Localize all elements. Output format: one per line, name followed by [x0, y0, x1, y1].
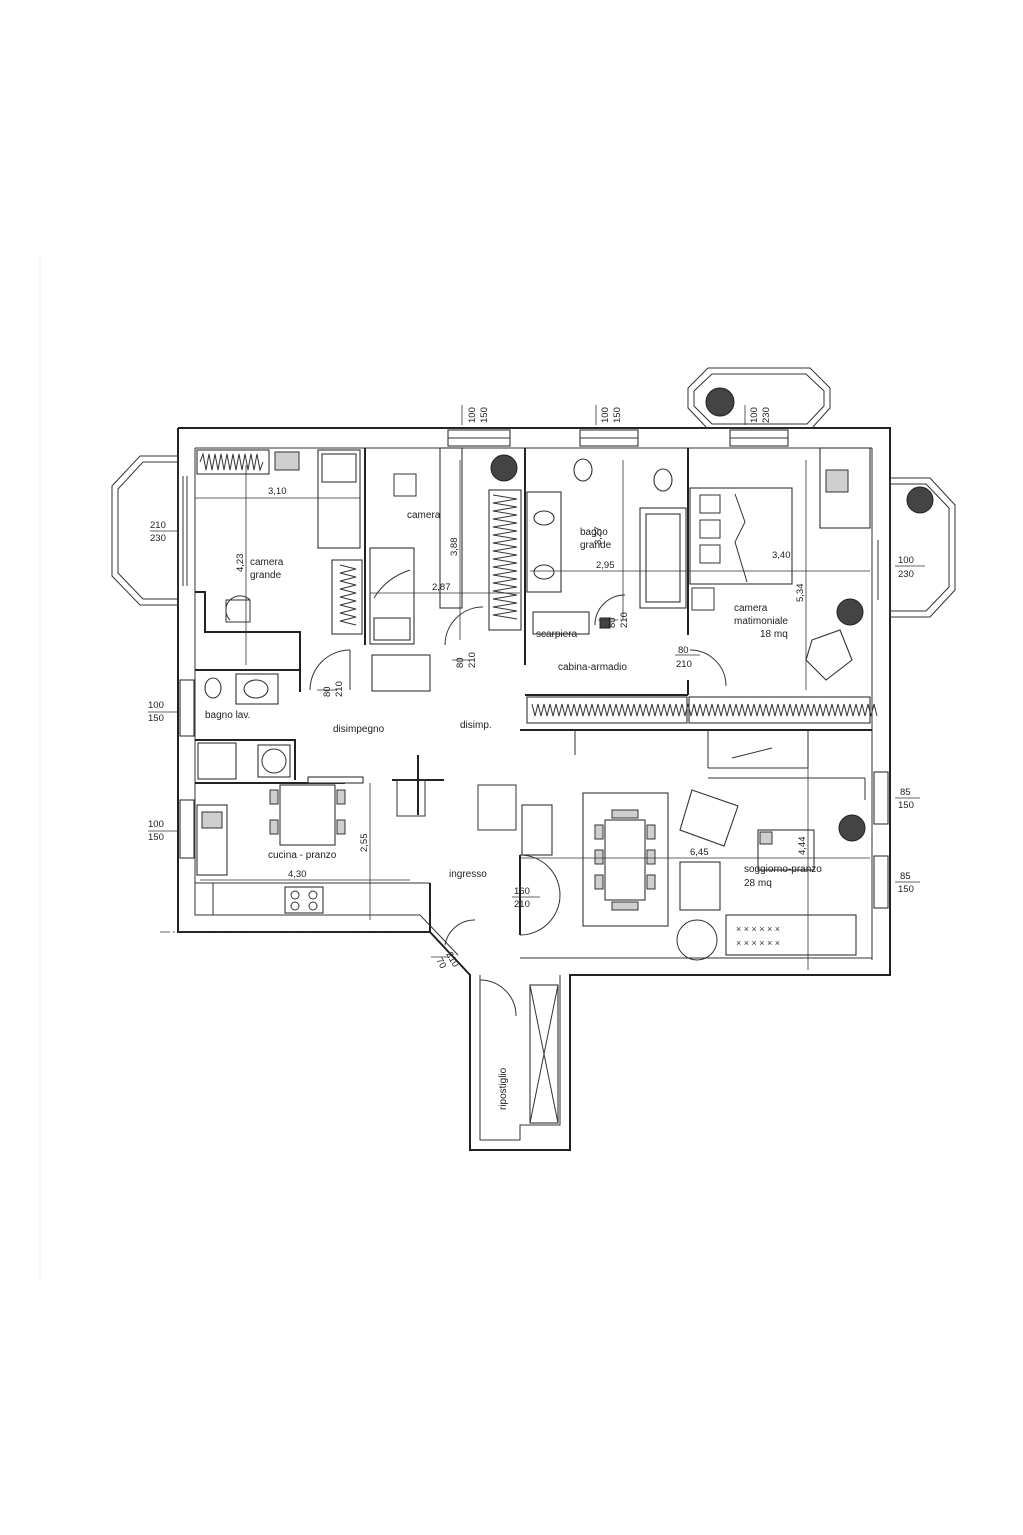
win-left-1-h: 230	[150, 533, 166, 544]
label-soggiorno-2: 28 mq	[744, 878, 772, 889]
svg-text:× × × × × ×: × × × × × ×	[736, 938, 780, 948]
living-furniture: × × × × × × × × × × × ×	[582, 747, 866, 961]
win-right-2-h: 150	[898, 800, 914, 811]
door-bagno-w: 80	[607, 617, 618, 628]
label-cucina-pranzo: cucina - pranzo	[268, 850, 337, 861]
dimension-lines	[148, 405, 925, 970]
label-cabina-armadio: cabina-armadio	[558, 662, 627, 673]
label-bagno-grande-2: grande	[580, 540, 612, 551]
label-disimpegno: disimpegno	[333, 724, 385, 735]
dim-534: 5,34	[795, 584, 806, 603]
hall-fixtures	[392, 755, 553, 856]
outer-walls	[160, 427, 891, 1151]
bagno-lav-fixtures	[197, 673, 291, 780]
dim-430: 4,30	[288, 869, 307, 880]
dim-444: 4,44	[797, 837, 808, 856]
win-top-3-w: 100	[749, 407, 760, 423]
wardrobe-cabina	[526, 696, 878, 724]
dim-645: 6,45	[690, 847, 709, 858]
win-top-3-h: 230	[761, 407, 772, 423]
win-right-3-w: 85	[900, 871, 911, 882]
dim-310: 3,10	[268, 486, 287, 497]
door-camera-h: 210	[467, 652, 478, 668]
win-right-3-h: 150	[898, 884, 914, 895]
win-top-2-w: 100	[600, 407, 611, 423]
win-top-2-h: 150	[612, 407, 623, 423]
door-ingresso-w: 160	[514, 886, 530, 897]
bay-window-right	[877, 477, 956, 618]
dim-327: 3,27	[593, 527, 604, 546]
win-left-2-h: 150	[148, 713, 164, 724]
label-bagno-grande-1: bagno	[580, 527, 608, 538]
dim-287: 2,87	[432, 582, 451, 593]
dimension-labels: 3,10 4,23 3,88 2,87 3,27 2,95 3,40 5,34 …	[235, 486, 808, 880]
dim-255: 2,55	[359, 834, 370, 853]
opening-labels: 100 150 100 150 100 230 210 230 100 230 …	[148, 407, 914, 971]
dim-295: 2,95	[596, 560, 615, 571]
door-ingresso-h: 210	[514, 899, 530, 910]
door-camera-grande-h: 210	[334, 681, 345, 697]
wardrobe-camera-grande	[196, 449, 363, 635]
kitchen-fixtures	[196, 776, 364, 914]
label-matrimoniale-3: 18 mq	[760, 629, 788, 640]
win-top-1-w: 100	[467, 407, 478, 423]
label-matrimoniale-2: matimoniale	[734, 616, 788, 627]
door-ripostiglio-w: 70	[433, 956, 448, 971]
bay-window-left	[111, 455, 188, 606]
door-matrimoniale-w: 80	[678, 645, 689, 656]
dim-340: 3,40	[772, 550, 791, 561]
label-ingresso: ingresso	[449, 869, 487, 880]
door-matrimoniale-h: 210	[676, 659, 692, 670]
bed-matrimoniale	[689, 447, 871, 681]
svg-text:× × × × × ×: × × × × × ×	[736, 924, 780, 934]
win-top-1-h: 150	[479, 407, 490, 423]
dim-423: 4,23	[235, 554, 246, 573]
wall-windows	[179, 429, 889, 909]
door-camera-w: 80	[455, 657, 466, 668]
win-right-2-w: 85	[900, 787, 911, 798]
plants	[705, 387, 934, 514]
label-ripostiglio: ripostiglio	[498, 1067, 509, 1110]
dim-388: 3,88	[449, 538, 460, 557]
label-disimp: disimp.	[460, 720, 492, 731]
bay-window-top	[687, 367, 831, 429]
win-left-1-w: 210	[150, 520, 166, 531]
door-camera-grande-w: 80	[322, 686, 333, 697]
label-camera-grande-1: camera	[250, 557, 284, 568]
label-matrimoniale-1: camera	[734, 603, 768, 614]
win-left-2-w: 100	[148, 700, 164, 711]
bed-camera	[369, 447, 522, 692]
bathroom-fixtures	[526, 458, 687, 635]
door-swings	[309, 594, 727, 1017]
interior-walls	[195, 448, 872, 1141]
win-left-3-h: 150	[148, 832, 164, 843]
win-right-1-w: 100	[898, 555, 914, 566]
label-soggiorno-1: soggiorno-pranzo	[744, 864, 822, 875]
room-labels: camera grande camera bagno grande camera…	[205, 510, 822, 1110]
label-bagno-lav: bagno lav.	[205, 710, 250, 721]
win-left-3-w: 100	[148, 819, 164, 830]
label-scarpiera: scarpiera	[536, 629, 578, 640]
door-bagno-h: 210	[619, 612, 630, 628]
label-camera: camera	[407, 510, 441, 521]
storage-shelf	[529, 984, 559, 1124]
win-right-1-h: 230	[898, 569, 914, 580]
label-camera-grande-2: grande	[250, 570, 282, 581]
